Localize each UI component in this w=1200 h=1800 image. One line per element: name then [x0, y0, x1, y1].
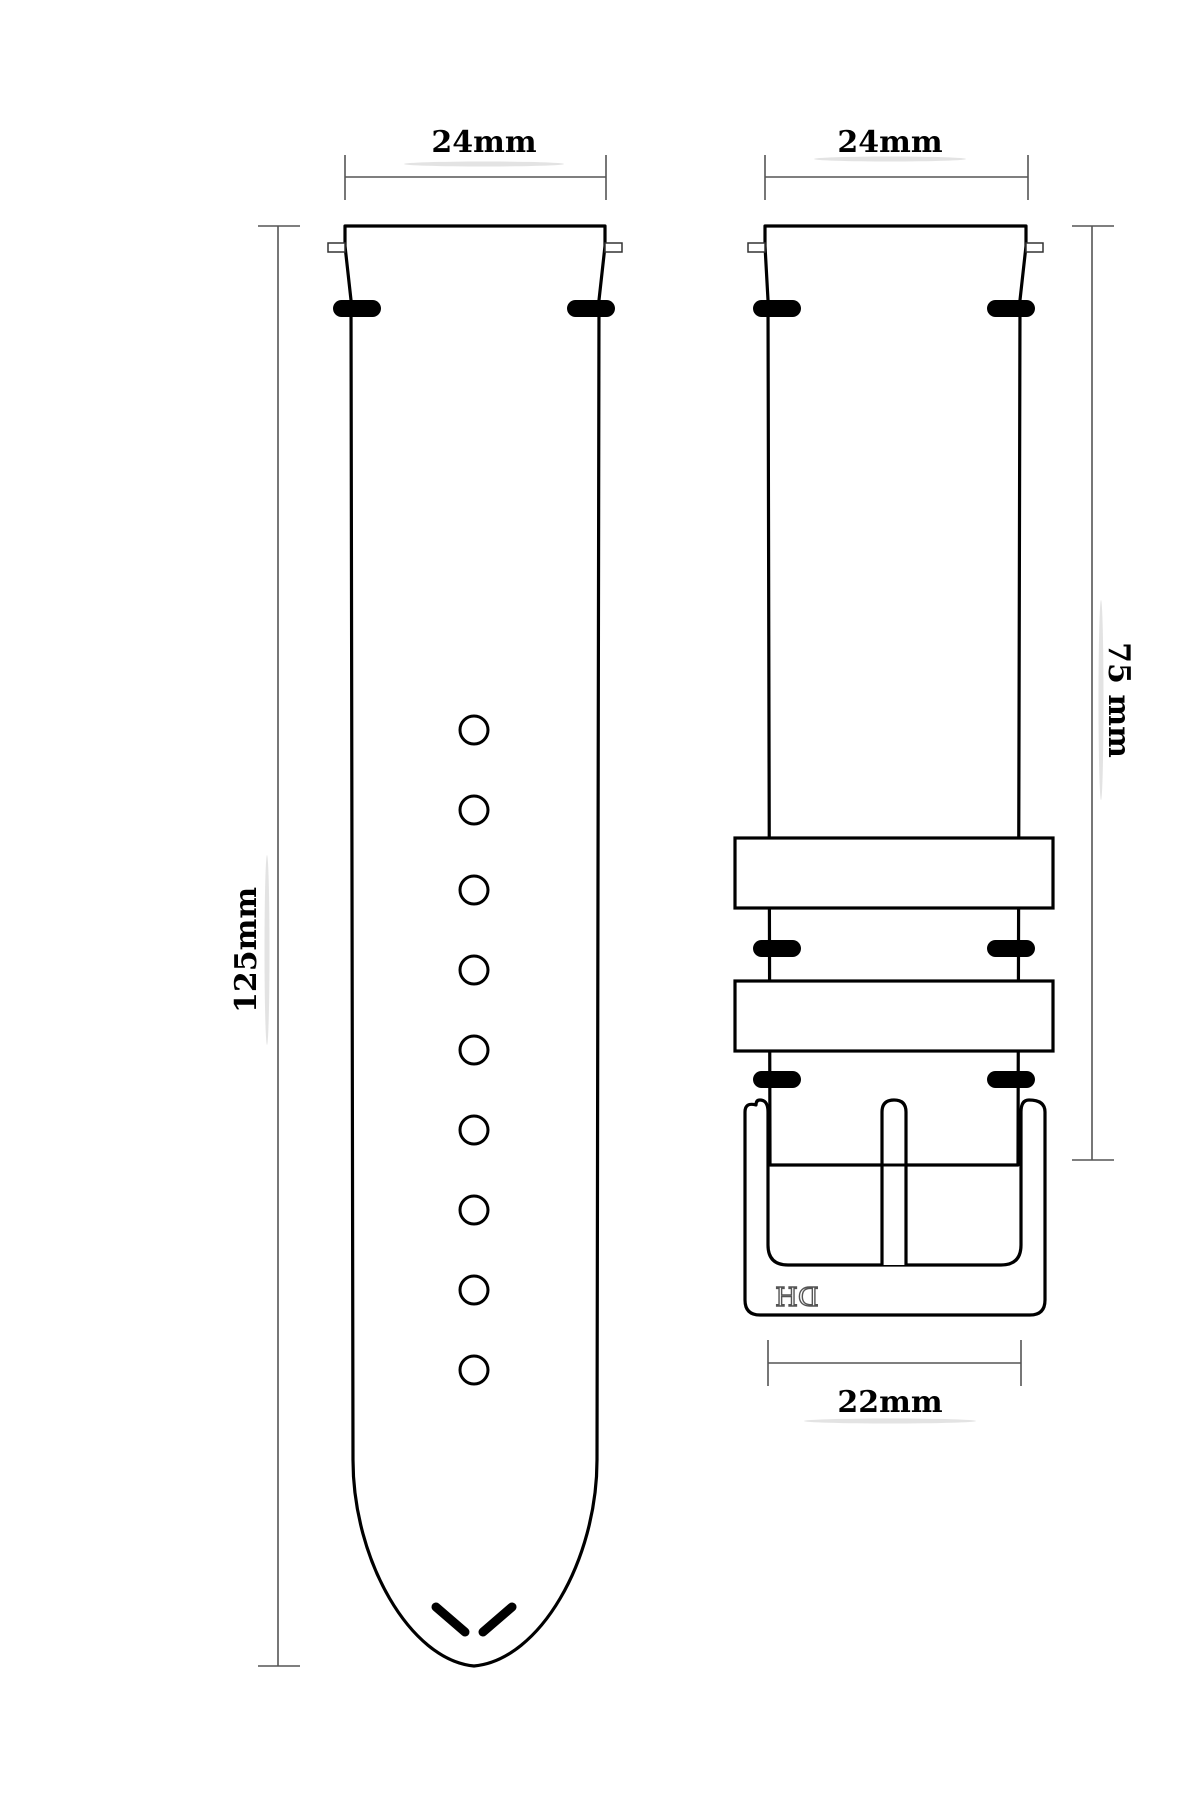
- adjustment-hole: [458, 1034, 490, 1066]
- long-strap-width-label: 24mm: [431, 125, 536, 160]
- adjustment-hole: [458, 954, 490, 986]
- adjustment-hole: [458, 1114, 490, 1146]
- long-strap-stitch-right: [567, 300, 615, 317]
- long-strap-width-dimension-line: [344, 155, 607, 200]
- short-strap-middle-stitch-left: [753, 940, 801, 957]
- short-strap-length-label: 75 mm: [1101, 642, 1136, 758]
- buckle: DH: [743, 1098, 1047, 1317]
- long-strap-length-dimension-line: [258, 225, 300, 1667]
- label-shadows: [264, 156, 1104, 1424]
- buckle-logo: DH: [775, 1283, 819, 1313]
- long-strap-stitch-left: [333, 300, 381, 317]
- long-strap-spring-bar-left: [327, 242, 346, 253]
- long-strap-spring-bar-right: [604, 242, 623, 253]
- short-strap-spring-bar-left: [747, 242, 766, 253]
- long-strap-tip-stitch: [431, 1602, 517, 1637]
- short-strap-middle-stitch-right: [987, 940, 1035, 957]
- strap-keeper-upper: [733, 836, 1055, 910]
- adjustment-hole: [458, 714, 490, 746]
- buckle-frame: [743, 1098, 1047, 1317]
- strap-keeper-lower: [733, 979, 1055, 1053]
- short-strap-lower-stitch-right: [987, 1071, 1035, 1088]
- dimension-lines: [258, 155, 1114, 1667]
- adjustment-hole: [458, 794, 490, 826]
- short-strap-top-stitch-left: [753, 300, 801, 317]
- short-strap-width-dimension-line: [764, 155, 1029, 200]
- buckle-width-label: 22mm: [837, 1385, 942, 1420]
- long-strap: [327, 224, 623, 1668]
- adjustment-hole: [458, 874, 490, 906]
- long-strap-outline: [343, 224, 607, 1668]
- short-strap: [733, 224, 1055, 1167]
- short-strap-lower-stitch-left: [753, 1071, 801, 1088]
- short-strap-length-dimension-line: [1072, 225, 1114, 1161]
- buckle-tongue: [880, 1098, 908, 1265]
- long-strap-length-label: 125mm: [229, 887, 264, 1013]
- adjustment-hole: [458, 1194, 490, 1226]
- adjustment-hole: [458, 1274, 490, 1306]
- adjustment-holes: [458, 714, 490, 1386]
- adjustment-hole: [458, 1354, 490, 1386]
- short-strap-width-label: 24mm: [837, 125, 942, 160]
- short-strap-top-stitch-right: [987, 300, 1035, 317]
- short-strap-spring-bar-right: [1025, 242, 1044, 253]
- buckle-width-dimension-line: [767, 1340, 1022, 1386]
